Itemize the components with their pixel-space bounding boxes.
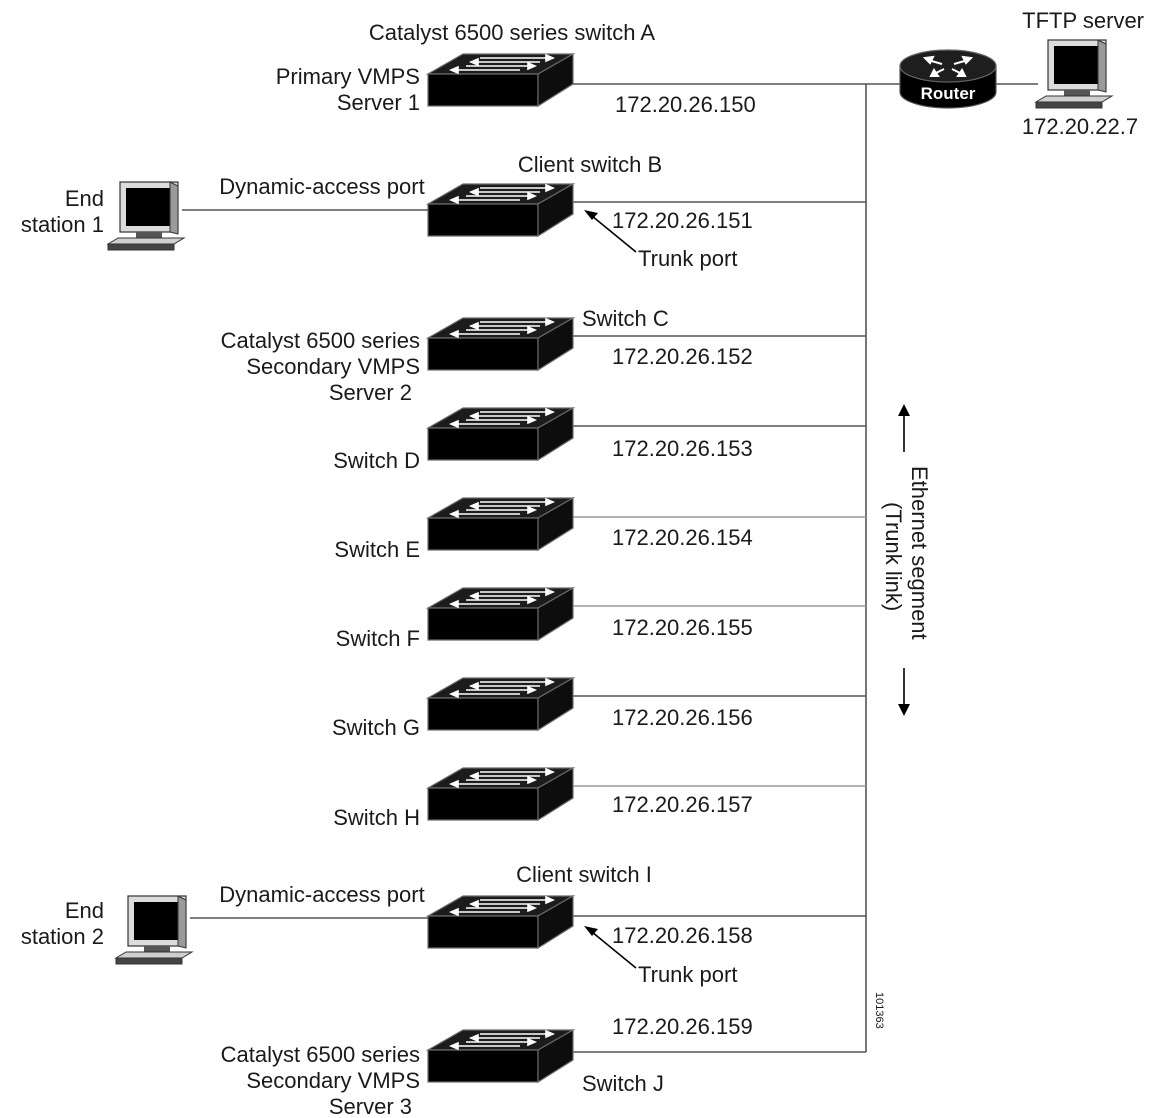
switch-i-icon	[427, 895, 574, 949]
switch-e-title: Switch E	[334, 537, 420, 562]
router-label: Router	[921, 84, 976, 103]
tftp-server-icon	[1035, 39, 1113, 109]
tftp-title: TFTP server	[1022, 8, 1144, 33]
switch-g-icon	[427, 677, 574, 731]
switch-a-label-1: Primary VMPS	[276, 64, 420, 89]
switch-a-label-2: Server 1	[337, 90, 420, 115]
switch-b-ip: 172.20.26.151	[612, 208, 753, 233]
segment-label-1: Ethernet segment	[907, 466, 932, 640]
switch-i-title: Client switch I	[516, 862, 652, 887]
figure-id: 101363	[873, 992, 885, 1029]
switch-g-title: Switch G	[332, 715, 420, 740]
switch-i-ip: 172.20.26.158	[612, 923, 753, 948]
switch-g-ip: 172.20.26.156	[612, 705, 753, 730]
end-station-2-label-2: station 2	[21, 924, 104, 949]
switch-j-ip: 172.20.26.159	[612, 1014, 753, 1039]
switch-e-icon	[427, 497, 574, 551]
end-station-1-label-1: End	[65, 186, 104, 211]
switch-c-label-1: Catalyst 6500 series	[221, 328, 420, 353]
switch-j-label-2: Secondary VMPS	[246, 1068, 420, 1093]
switch-f-icon	[427, 587, 574, 641]
switch-f-title: Switch F	[336, 626, 420, 651]
segment-annotation: Ethernet segment (Trunk link)	[881, 404, 932, 716]
switch-d-title: Switch D	[333, 448, 420, 473]
switch-h-icon	[427, 767, 574, 821]
switch-a-ip: 172.20.26.150	[615, 92, 756, 117]
router-icon: Router	[899, 49, 997, 109]
switch-j-title: Switch J	[582, 1071, 664, 1096]
end-station-2-icon	[115, 895, 193, 965]
switch-j-icon	[427, 1029, 574, 1083]
switch-b-trunk-arrow	[584, 210, 637, 253]
switch-e-ip: 172.20.26.154	[612, 525, 753, 550]
switch-c-title: Switch C	[582, 306, 669, 331]
switch-c-ip: 172.20.26.152	[612, 344, 753, 369]
tftp-ip: 172.20.22.7	[1022, 114, 1138, 139]
switch-h-title: Switch H	[333, 805, 420, 830]
switch-i-trunk-arrow	[584, 926, 637, 969]
switch-d-ip: 172.20.26.153	[612, 436, 753, 461]
switch-f-ip: 172.20.26.155	[612, 615, 753, 640]
switch-c-label-2: Secondary VMPS	[246, 354, 420, 379]
switch-i-port-label: Trunk port	[638, 962, 737, 987]
switch-a-title: Catalyst 6500 series switch A	[369, 20, 655, 45]
switch-c-icon	[427, 317, 574, 371]
switch-c-label-3: Server 2	[329, 380, 412, 405]
end-station-1-link-label: Dynamic-access port	[219, 174, 424, 199]
end-station-1-label-2: station 1	[21, 212, 104, 237]
switch-b-title: Client switch B	[518, 152, 662, 177]
switch-d-icon	[427, 407, 574, 461]
end-station-2-label-1: End	[65, 898, 104, 923]
segment-label-2: (Trunk link)	[881, 502, 906, 611]
switch-j-label-1: Catalyst 6500 series	[221, 1042, 420, 1067]
switch-b-icon	[427, 183, 574, 237]
switch-b-port-label: Trunk port	[638, 246, 737, 271]
end-station-1-icon	[107, 181, 185, 251]
switch-j-label-3: Server 3	[329, 1094, 412, 1118]
end-station-2-link-label: Dynamic-access port	[219, 882, 424, 907]
switch-a-icon	[427, 53, 574, 107]
switch-h-ip: 172.20.26.157	[612, 792, 753, 817]
